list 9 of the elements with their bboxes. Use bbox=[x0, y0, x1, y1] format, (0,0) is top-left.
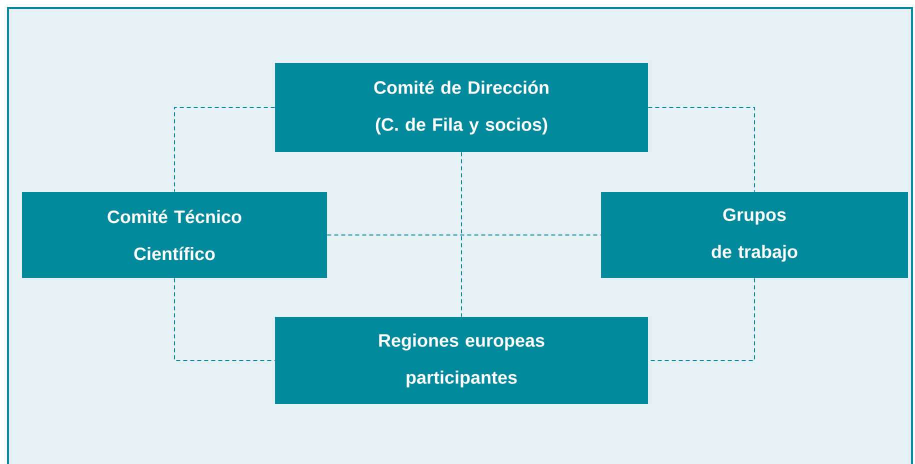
connector-line bbox=[174, 278, 276, 361]
org-box: Comité de Dirección (C. de Fila y socios) bbox=[275, 63, 648, 152]
connector-line bbox=[174, 107, 276, 192]
org-box: Comité Técnico Científico bbox=[22, 192, 327, 278]
connector-line bbox=[326, 234, 602, 236]
org-box: Regiones europeas participantes bbox=[275, 317, 648, 404]
org-box: Grupos de trabajo bbox=[601, 192, 908, 278]
connector-line bbox=[461, 152, 462, 318]
connector-line bbox=[648, 107, 755, 192]
